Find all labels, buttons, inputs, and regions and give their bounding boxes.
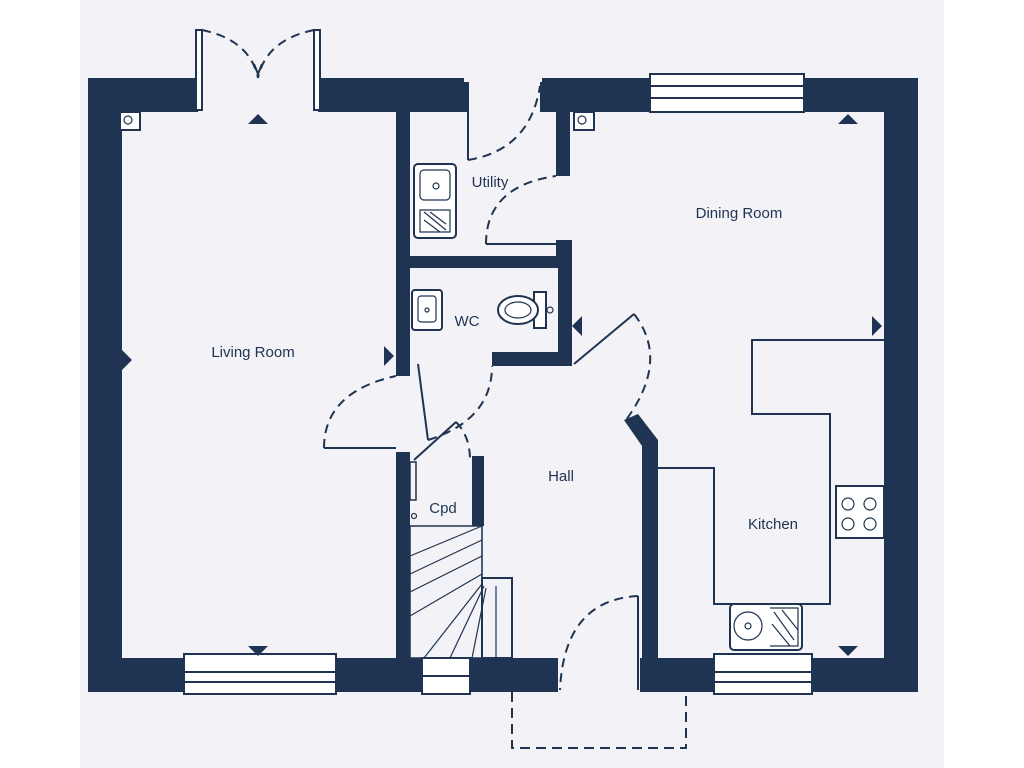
door-living (323, 375, 397, 449)
kitchen-sink-icon (729, 603, 803, 651)
wall-utility-right (556, 110, 570, 176)
marker-kitchen-bottom (838, 646, 858, 656)
fixtures (119, 111, 885, 651)
wall-utility-opening-left (464, 82, 468, 112)
wall-bottom-2 (336, 658, 422, 692)
hob-icon (835, 485, 885, 539)
inner-walls (396, 82, 658, 660)
door-wc (417, 363, 493, 441)
wall-utility-wc (410, 256, 572, 268)
wall-wc-bottom (492, 352, 572, 366)
wall-right (884, 78, 918, 692)
marker-living-right (384, 346, 394, 366)
meter-box-icon (573, 111, 595, 131)
cpd-shelf (409, 461, 417, 501)
wall-utility-opening-right (540, 82, 544, 112)
meter-box-icon (119, 111, 141, 131)
label-living-room: Living Room (211, 344, 294, 361)
wall-top-4 (804, 78, 918, 112)
label-cpd: Cpd (429, 500, 457, 517)
label-wc: WC (455, 313, 480, 330)
french-doors-living (195, 29, 321, 111)
wall-bottom-3 (470, 658, 558, 692)
wall-hall-angle (624, 414, 658, 446)
cpd-knob (410, 512, 418, 520)
door-kitchen-hall (573, 313, 652, 421)
wall-bottom-1 (88, 658, 184, 692)
outer-walls (88, 78, 918, 692)
label-hall: Hall (548, 468, 574, 485)
room-labels: Living Room Utility WC Dining Room Hall … (211, 174, 798, 533)
wall-hall-right (642, 440, 658, 660)
kitchen-counter (658, 339, 884, 605)
door-utility-internal (485, 175, 557, 245)
staircase (409, 525, 513, 659)
window-kitchen-bottom (713, 653, 813, 695)
porch-outline (511, 692, 687, 749)
marker-dining-right (872, 316, 882, 336)
wall-top-3 (542, 78, 650, 112)
marker-living-top (248, 114, 268, 124)
doors (195, 29, 687, 749)
door-cpd (413, 421, 471, 461)
window-dining-top (649, 73, 805, 113)
toilet-icon (497, 291, 554, 329)
utility-sink-icon (413, 163, 457, 239)
marker-dining-left (572, 316, 582, 336)
window-living-bottom (183, 653, 337, 695)
marker-living-bottom (248, 646, 268, 656)
wall-top-2 (318, 78, 464, 112)
windows (183, 73, 813, 695)
wall-cpd-right (472, 456, 484, 526)
direction-markers (122, 114, 882, 656)
marker-dining-top (838, 114, 858, 124)
label-utility: Utility (472, 174, 509, 191)
wall-bottom-5 (812, 658, 918, 692)
wall-living-right-lower (396, 452, 410, 660)
marker-living-left (122, 350, 132, 370)
wall-living-right-upper (396, 110, 410, 376)
window-cpd-bottom (421, 657, 471, 695)
wall-wc-right (558, 256, 572, 366)
door-front (559, 595, 639, 691)
label-kitchen: Kitchen (748, 516, 798, 533)
label-dining-room: Dining Room (696, 205, 783, 222)
door-utility-external (467, 82, 541, 161)
wc-basin-icon (411, 289, 443, 331)
wall-bottom-4 (640, 658, 714, 692)
wall-left (88, 78, 122, 692)
wall-top-1 (88, 78, 198, 112)
